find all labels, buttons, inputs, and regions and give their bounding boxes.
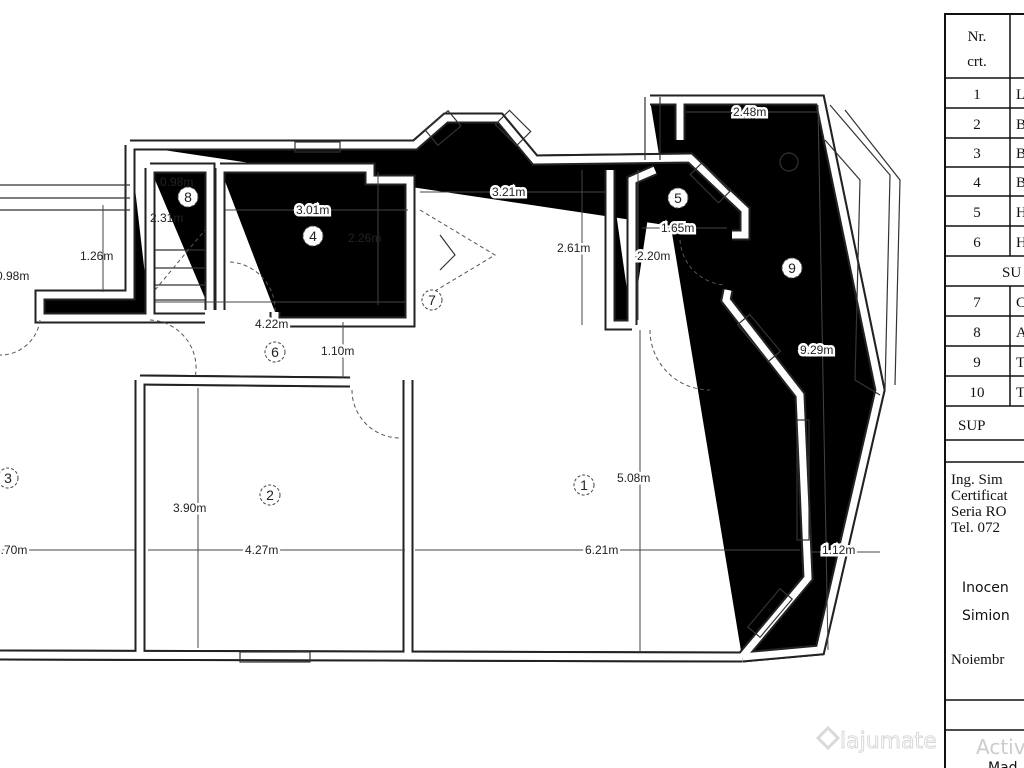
row-name: H [1016, 235, 1024, 251]
engineer-line: Seria RO [951, 504, 1007, 520]
row-name: L [1016, 87, 1024, 103]
row-name: H [1016, 205, 1024, 221]
dim-9-29: 9.29m [800, 343, 833, 357]
dim-2-61: 2.61m [557, 241, 590, 255]
dim-1-10: 1.10m [321, 344, 354, 358]
engineer-line: Tel. 072 [951, 520, 1000, 536]
room-table: Nr. crt. 1 L 2 B 3 B 4 B 5 H 6 H SU 7 C … [944, 13, 1024, 768]
stairs [154, 209, 496, 301]
engineer-line: Certificat [951, 488, 1008, 504]
column-icon [779, 152, 799, 172]
bottom-label: Mad [988, 760, 1018, 768]
svg-text:8: 8 [184, 189, 192, 205]
row-nr: 7 [973, 295, 981, 311]
dim-2-20: 2.20m [637, 249, 670, 263]
room-1-label: 1 [573, 474, 595, 496]
svg-text:4: 4 [309, 228, 317, 244]
row-nr: 1 [973, 87, 981, 103]
dimension-labels: 0.98m 2.31m 1.26m 0.98m 3.01m 2.26m 4.22… [0, 103, 858, 560]
watermark-text: lajumate [840, 729, 937, 754]
dim-2-31: 2.31m [150, 211, 183, 225]
dim-4-27: 4.27m [245, 543, 278, 557]
svg-text:2: 2 [266, 487, 274, 503]
dim-0-98-top: 0.98m [160, 175, 193, 189]
date-text: Noiembr [951, 652, 1004, 668]
row-name: C [1016, 295, 1024, 311]
row-nr: 6 [973, 235, 981, 251]
room-3-label: 3 [0, 467, 19, 489]
author-line: Simion [962, 608, 1010, 624]
dim-2-48: 2.48m [733, 105, 766, 119]
dim-2-26: 2.26m [348, 231, 381, 245]
row-name: T [1016, 385, 1024, 401]
dim-3-01: 3.01m [296, 203, 329, 217]
svg-text:7: 7 [428, 292, 436, 308]
room-4-label: 4 [302, 225, 324, 247]
room-7-label: 7 [421, 289, 443, 311]
dim-6-21: 6.21m [585, 543, 618, 557]
dim-3-90: 3.90m [173, 501, 206, 515]
header-crt: crt. [967, 54, 987, 70]
row-nr: 3 [973, 146, 981, 162]
room-6-label: 6 [264, 341, 286, 363]
door-arcs [0, 239, 726, 439]
dim-5-08: 5.08m [617, 471, 650, 485]
watermark-logo: lajumate [815, 725, 937, 755]
svg-text:9: 9 [788, 260, 796, 276]
subtotal-a: SU [1002, 265, 1021, 281]
bottom-label: Activ [976, 735, 1024, 759]
room-numbers: 1 2 3 4 5 6 7 8 9 [0, 186, 803, 506]
room-2-label: 2 [259, 484, 281, 506]
room-9-label: 9 [781, 257, 803, 279]
row-nr: 8 [973, 325, 981, 341]
row-name: B [1016, 117, 1024, 133]
row-nr: 9 [973, 355, 981, 371]
dim-1-65: 1.65m [661, 221, 694, 235]
svg-text:3: 3 [4, 470, 12, 486]
windows [0, 97, 901, 663]
row-nr: 5 [973, 205, 981, 221]
dim-3-21: 3.21m [492, 185, 525, 199]
room-5-label: 5 [667, 187, 689, 209]
row-name: A [1016, 325, 1024, 341]
svg-text:6: 6 [271, 344, 279, 360]
row-name: B [1016, 175, 1024, 191]
svg-text:1: 1 [580, 477, 588, 493]
svg-text:5: 5 [674, 190, 682, 206]
dim-3-70: 3.70m [0, 543, 27, 557]
dim-1-26: 1.26m [80, 249, 113, 263]
dimension-lines [0, 104, 880, 652]
row-name: T [1016, 355, 1024, 371]
dim-4-22: 4.22m [255, 317, 288, 331]
dim-1-12: 1.12m [822, 543, 855, 557]
row-nr: 2 [973, 117, 981, 133]
dim-0-98-left: 0.98m [0, 269, 29, 283]
room-8-label: 8 [177, 186, 199, 208]
row-nr: 10 [970, 385, 985, 401]
row-name: B [1016, 146, 1024, 162]
row-nr: 4 [973, 175, 981, 191]
header-nr: Nr. [968, 29, 987, 45]
subtotal-b: SUP [958, 418, 986, 434]
engineer-line: Ing. Sim [951, 472, 1003, 488]
author-line: Inocen [962, 580, 1009, 596]
